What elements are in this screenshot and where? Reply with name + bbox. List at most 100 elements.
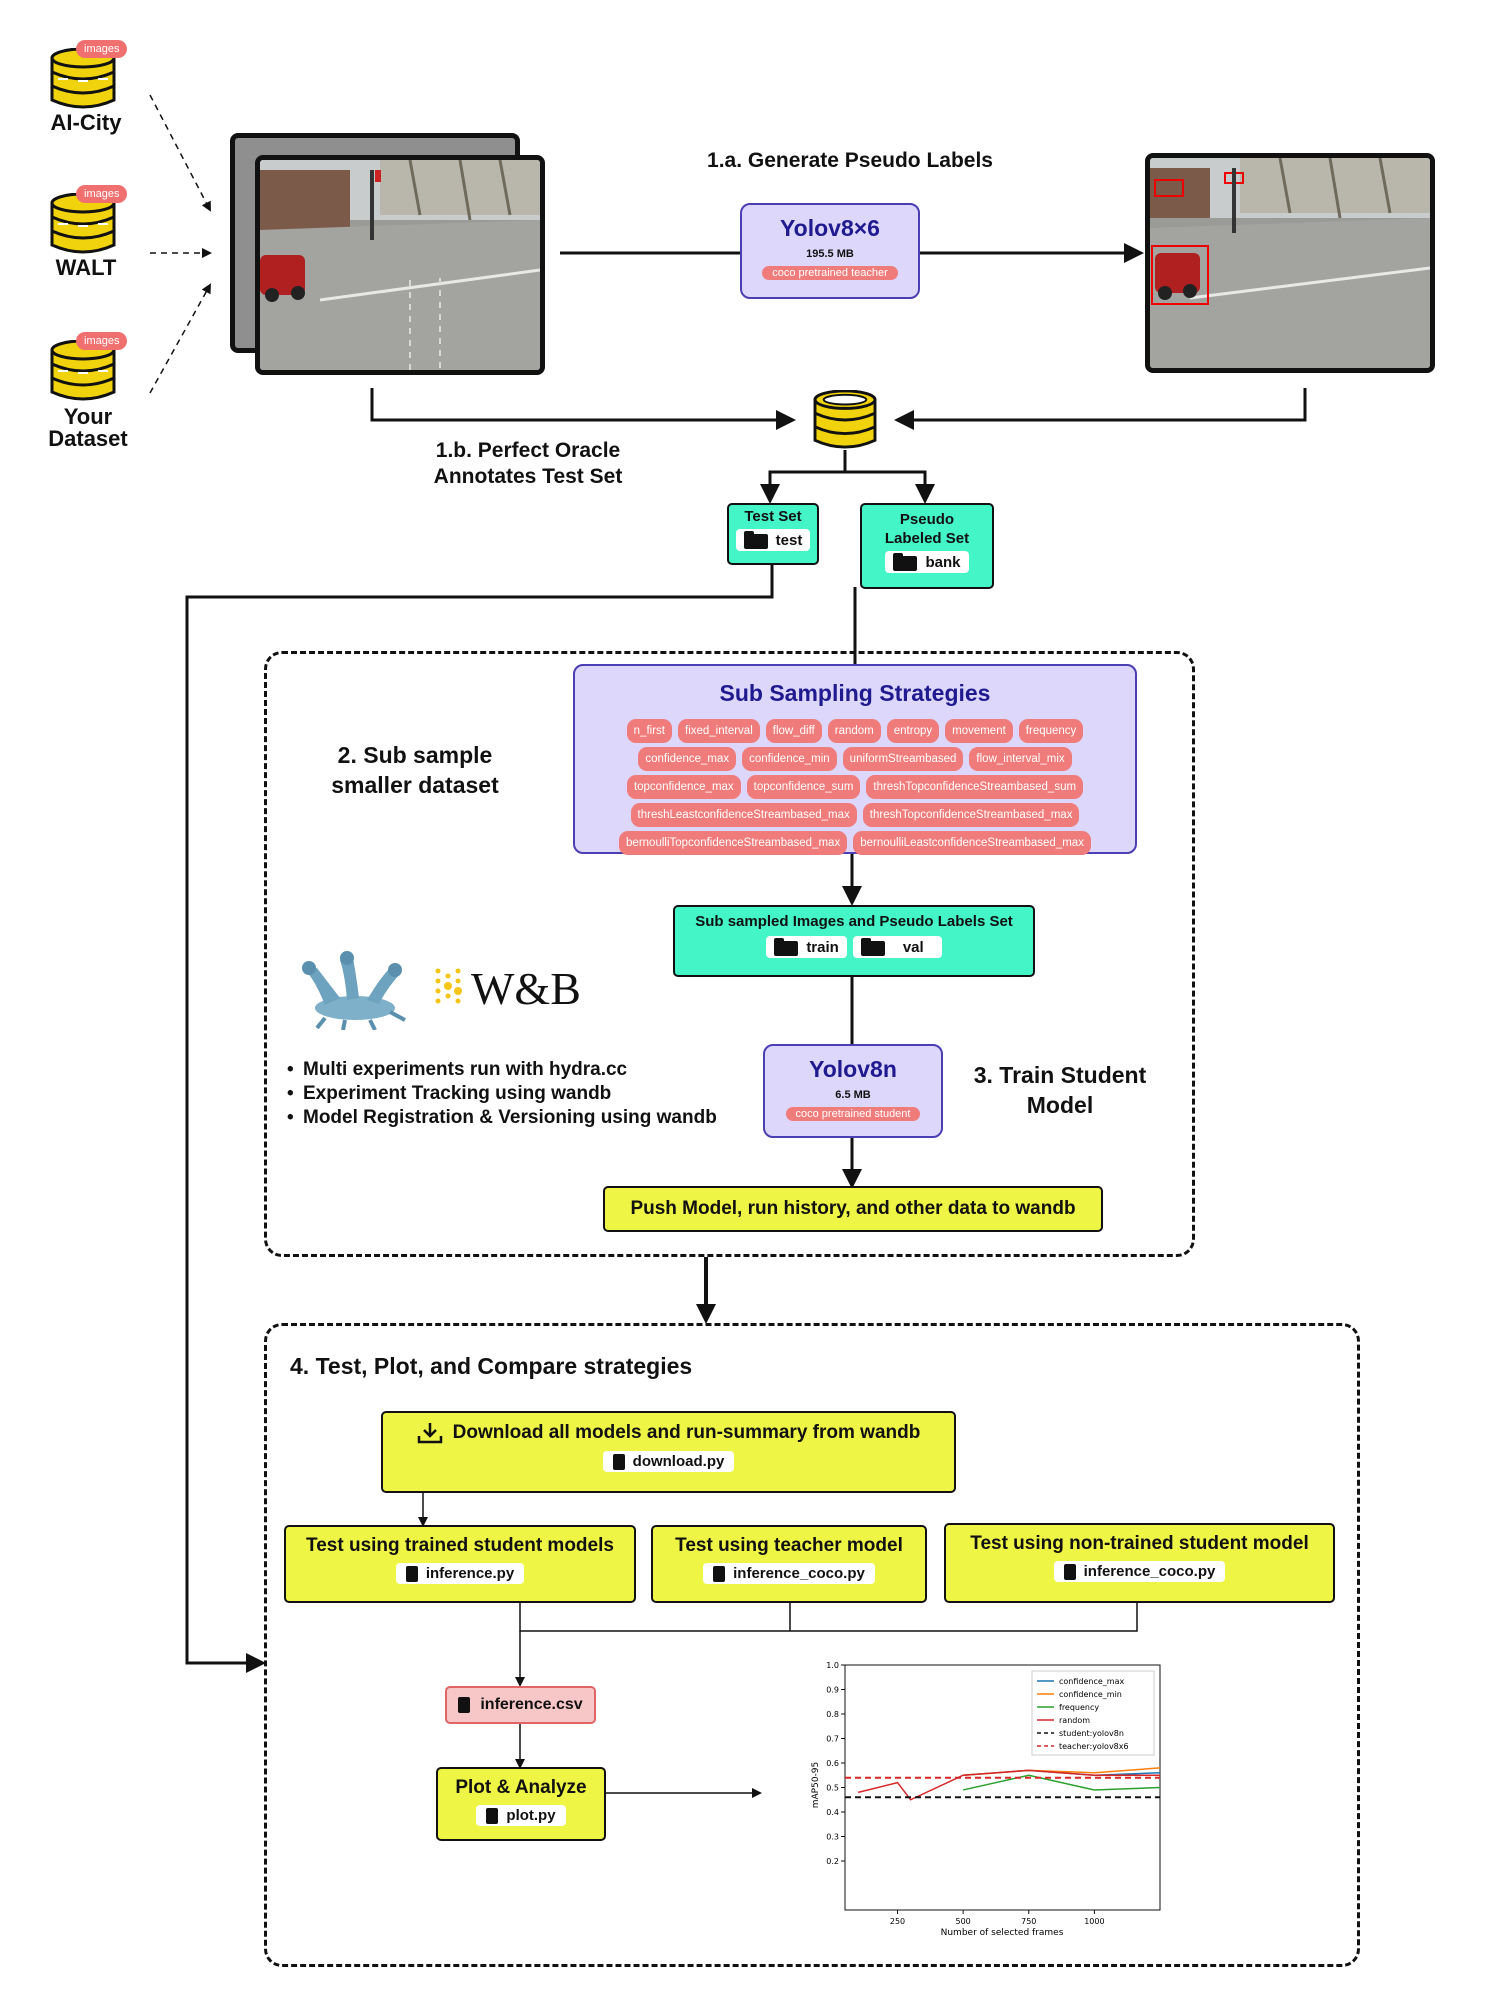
train-folder-label: train	[806, 938, 839, 956]
legend-label: student:yolov8n	[1059, 1729, 1124, 1738]
push-to-wandb-box: Push Model, run history, and other data …	[603, 1186, 1103, 1232]
strategy-pill: random	[827, 719, 881, 743]
chart-legend: confidence_maxconfidence_minfrequencyran…	[1031, 1670, 1155, 1756]
x-tick-label: 1000	[1084, 1917, 1104, 1926]
folder-icon	[860, 938, 885, 956]
strategy-pill: fixed_interval	[678, 719, 760, 743]
y-axis-label: mAP50-95	[811, 1762, 821, 1809]
pseudo-label-database-icon	[813, 390, 877, 449]
test-untrained-student-box: Test using non-trained student model inf…	[944, 1523, 1335, 1603]
inference-csv-box: inference.csv	[445, 1686, 596, 1724]
plot-analyze-box: Plot & Analyze plot.py	[436, 1767, 606, 1841]
images-badge: images	[76, 185, 128, 203]
subsampled-set-title: Sub sampled Images and Pseudo Labels Set	[695, 913, 1013, 930]
teacher-model-tag: coco pretrained teacher	[762, 266, 898, 280]
test-untrained-student-label: Test using non-trained student model	[970, 1533, 1309, 1554]
strategy-pill: threshTopconfidenceStreambased_sum	[866, 775, 1084, 799]
teacher-model-size: 195.5 MB	[806, 248, 854, 260]
strategy-pill: topconfidence_max	[626, 775, 741, 799]
inference-csv-label: inference.csv	[480, 1696, 583, 1713]
strategy-pill: flow_interval_mix	[969, 747, 1072, 771]
inference-coco-file: inference_coco.py	[703, 1563, 875, 1584]
val-folder-label: val	[902, 938, 924, 956]
bullet-item: Model Registration & Versioning using wa…	[287, 1106, 757, 1130]
series-line-frequency	[962, 1774, 1161, 1791]
download-file: download.py	[602, 1451, 735, 1472]
inference-coco-file: inference_coco.py	[1053, 1561, 1226, 1582]
y-tick-label: 0.7	[826, 1735, 839, 1744]
test-trained-students-box: Test using trained student models infere…	[284, 1525, 636, 1603]
strategy-pill: confidence_max	[638, 747, 737, 771]
source-walt: images WALT	[30, 185, 150, 285]
file-icon	[486, 1807, 499, 1824]
strategy-pill: uniformStreambased	[842, 747, 964, 771]
strategy-pill: movement	[945, 719, 1013, 743]
x-tick-label: 750	[1021, 1917, 1036, 1926]
push-to-wandb-label: Push Model, run history, and other data …	[630, 1198, 1076, 1219]
training-stage-box	[264, 651, 1195, 1257]
file-icon	[1063, 1563, 1076, 1580]
train-folder: train	[766, 936, 847, 958]
student-model-name: Yolov8n	[809, 1056, 897, 1082]
source-label: WALT	[55, 255, 117, 280]
folder-icon	[774, 938, 799, 956]
y-tick-label: 0.8	[826, 1710, 839, 1719]
teacher-model-name: Yolov8×6	[780, 215, 880, 241]
step-1b-title: 1.b. Perfect Oracle Annotates Test Set	[433, 439, 623, 488]
sub-sampling-strategies-title: Sub Sampling Strategies	[719, 680, 991, 706]
series-line-random	[857, 1769, 1160, 1801]
bank-folder-label: bank	[925, 553, 961, 571]
step-1a-title: 1.a. Generate Pseudo Labels	[707, 149, 993, 172]
y-tick-label: 0.2	[826, 1857, 839, 1866]
y-tick-label: 0.9	[826, 1686, 839, 1695]
street-scene-detections	[1150, 158, 1430, 368]
images-badge: images	[76, 332, 128, 350]
wandb-logo-text: W&B	[471, 963, 581, 1014]
file-icon	[458, 1697, 471, 1713]
y-tick-label: 0.3	[826, 1833, 839, 1842]
y-tick-label: 0.5	[826, 1784, 839, 1793]
plot-analyze-label: Plot & Analyze	[455, 1777, 587, 1798]
download-box: Download all models and run-summary from…	[381, 1411, 956, 1493]
source-label: Your Dataset	[48, 404, 128, 451]
input-image	[255, 155, 545, 375]
legend-label: confidence_min	[1059, 1690, 1122, 1699]
test-folder-label: test	[775, 531, 803, 549]
step-3-title: 3. Train Student Model	[973, 1062, 1147, 1118]
strategy-pill: flow_diff	[765, 719, 822, 743]
strategy-pill: topconfidence_sum	[746, 775, 861, 799]
file-icon	[405, 1565, 418, 1582]
street-scene	[260, 160, 540, 370]
test-teacher-label: Test using teacher model	[675, 1535, 903, 1556]
strategy-pill: entropy	[886, 719, 940, 743]
pseudo-labeled-image	[1145, 153, 1435, 373]
download-file-label: download.py	[632, 1453, 725, 1470]
x-axis-label: Number of selected frames	[941, 1928, 1064, 1938]
folder-icon	[743, 531, 768, 549]
subsampled-set-box: Sub sampled Images and Pseudo Labels Set…	[673, 905, 1035, 977]
bank-folder: bank	[885, 551, 969, 573]
plot-file-label: plot.py	[506, 1807, 556, 1824]
download-header: Download all models and run-summary from…	[383, 1421, 954, 1445]
test-teacher-box: Test using teacher model inference_coco.…	[651, 1525, 927, 1603]
wandb-dots-icon	[435, 968, 462, 1004]
strategy-pill: frequency	[1018, 719, 1084, 743]
legend-label: frequency	[1059, 1703, 1099, 1712]
legend-label: teacher:yolov8x6	[1059, 1742, 1129, 1751]
subsampled-folders: train val	[675, 936, 1033, 958]
pseudo-labeled-set-title: Pseudo Labeled Set	[884, 511, 970, 547]
inference-file: inference.py	[395, 1563, 525, 1584]
wandb-logo: W&B	[433, 960, 613, 1014]
folder-icon	[893, 553, 918, 571]
bullet-item: Multi experiments run with hydra.cc	[287, 1058, 757, 1082]
download-icon	[417, 1423, 442, 1444]
source-your-dataset: images Your Dataset	[30, 332, 150, 452]
strategy-pill: threshTopconfidenceStreambased_max	[862, 803, 1080, 827]
source-label: AI-City	[50, 110, 122, 135]
file-icon	[713, 1565, 726, 1582]
legend-label: random	[1059, 1716, 1090, 1725]
